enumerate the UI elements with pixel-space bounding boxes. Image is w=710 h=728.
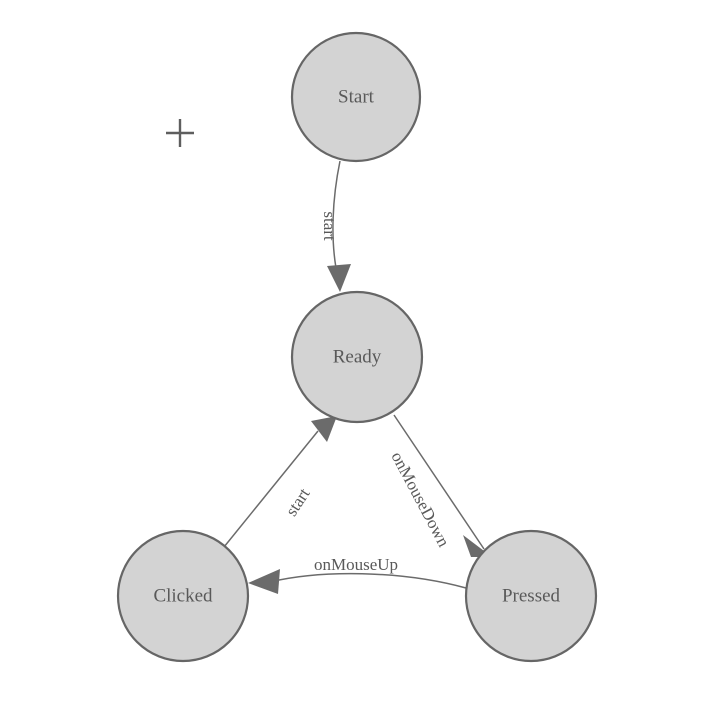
edge-label-pressed-to-clicked: onMouseUp — [314, 555, 398, 574]
edge-ready-to-pressed[interactable]: onMouseDown — [387, 414, 492, 557]
node-pressed-label: Pressed — [502, 585, 561, 606]
edge-label-clicked-to-ready: start — [282, 484, 314, 519]
edge-path-pressed-to-clicked — [269, 572, 467, 589]
edge-start-to-ready[interactable]: start — [320, 160, 351, 292]
node-ready[interactable]: Ready — [290, 290, 424, 424]
edge-clicked-to-ready[interactable]: start — [223, 416, 337, 548]
node-ready-circle[interactable] — [290, 290, 424, 424]
node-ready-label: Ready — [333, 346, 382, 367]
edge-path-clicked-to-ready — [223, 430, 319, 548]
node-pressed-circle[interactable] — [464, 529, 598, 663]
node-clicked-label: Clicked — [153, 585, 213, 606]
node-pressed[interactable]: Pressed — [464, 529, 598, 663]
node-start-circle[interactable] — [290, 31, 422, 163]
edge-path-ready-to-pressed — [393, 414, 485, 550]
node-clicked[interactable]: Clicked — [116, 529, 250, 663]
edge-label-start-to-ready: start — [320, 211, 339, 241]
arrowhead-into-clicked-from-pressed — [248, 569, 280, 594]
arrowhead-into-ready-from-clicked — [311, 416, 337, 442]
arrowhead-into-ready-from-start — [327, 264, 351, 292]
node-start-label: Start — [338, 86, 375, 107]
node-start[interactable]: Start — [290, 31, 422, 163]
plus-marker-icon[interactable] — [166, 119, 194, 147]
node-clicked-circle[interactable] — [116, 529, 250, 663]
edge-path-start-to-ready — [332, 160, 341, 269]
edge-pressed-to-clicked[interactable]: onMouseUp — [248, 555, 467, 594]
edge-label-ready-to-pressed: onMouseDown — [387, 449, 453, 551]
